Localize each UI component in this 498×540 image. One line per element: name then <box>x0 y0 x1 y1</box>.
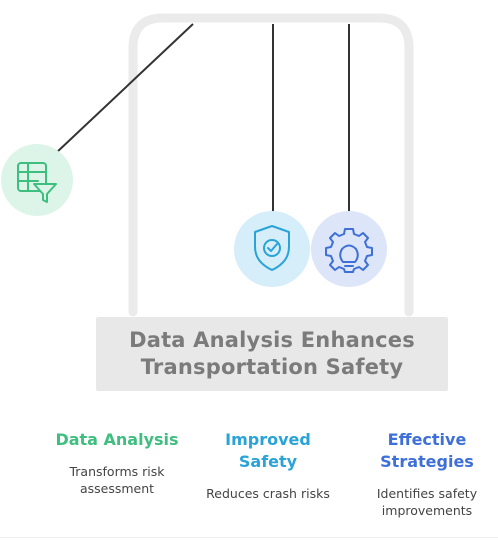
diagram-title: Data Analysis Enhances Transportation Sa… <box>129 328 415 379</box>
item-improved-safety: Improved Safety Reduces crash risks <box>198 429 338 502</box>
divider <box>0 537 498 538</box>
gear-bulb-icon <box>325 228 373 273</box>
item-effective-strategies: Effective Strategies Identifies safety i… <box>357 429 497 519</box>
item-description: Transforms risk assessment <box>69 464 165 496</box>
ball-effective-strategies <box>311 211 387 287</box>
cradle-frame <box>128 13 414 317</box>
item-title: Improved Safety <box>225 430 311 471</box>
item-description: Identifies safety improvements <box>376 486 478 518</box>
ball-data-analysis <box>1 144 73 216</box>
item-data-analysis: Data Analysis Transforms risk assessment <box>47 429 187 497</box>
ball-improved-safety <box>234 211 310 287</box>
table-filter-icon <box>17 162 57 203</box>
string-left <box>55 23 194 154</box>
item-description: Reduces crash risks <box>206 486 330 501</box>
item-title: Data Analysis <box>55 430 179 449</box>
cradle-base <box>96 317 448 391</box>
shield-check-icon <box>254 225 290 271</box>
item-title: Effective Strategies <box>380 430 474 471</box>
